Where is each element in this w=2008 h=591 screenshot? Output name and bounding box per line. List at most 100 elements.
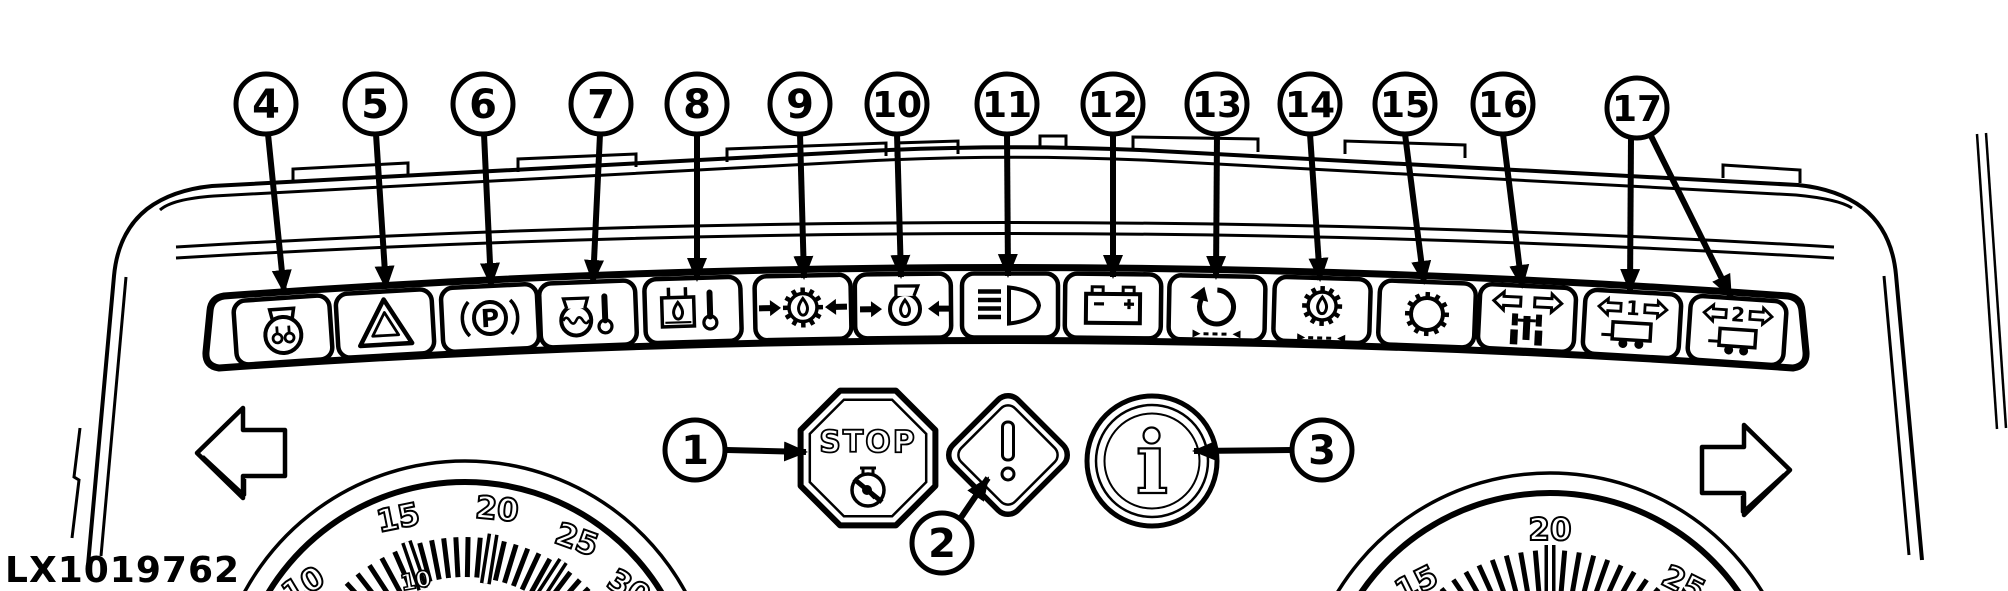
svg-text:9: 9: [786, 82, 814, 128]
info-label: i: [1136, 413, 1169, 514]
air-filter-icon: [1166, 273, 1268, 343]
callout-16: 16: [1470, 71, 1536, 137]
callout-11: 11: [974, 71, 1040, 137]
gauge-arc: [1336, 471, 1764, 591]
gauge-minor-tick: [1532, 550, 1542, 591]
gauge-minor-tick: [474, 537, 483, 578]
cell-frame: [1166, 273, 1268, 343]
gauge-minor-tick: [367, 564, 390, 591]
gauge-minor-tick: [464, 536, 471, 578]
bezel-right-inner-line: [1882, 275, 1911, 556]
face-contour-line-2: [175, 232, 1835, 260]
gauge-arc: [243, 459, 687, 591]
svg-text:4: 4: [252, 82, 280, 128]
callout-12: 12: [1080, 71, 1146, 137]
battery-charge-icon: [1062, 271, 1164, 341]
gauge-minor-tick: [553, 570, 573, 591]
gauge-minor-tick: [502, 543, 519, 584]
engine-oil-pressure-icon: [852, 271, 954, 341]
callout-8: 8: [664, 71, 730, 137]
gauge-minor-tick: [1463, 570, 1480, 591]
gauge-minor-tick: [392, 550, 414, 590]
gauge-arc: [1358, 490, 1742, 591]
right-turn-arrow-icon: [1699, 422, 1793, 518]
parking-brake-icon: P: [438, 282, 542, 354]
svg-text:10: 10: [872, 85, 922, 126]
gauge-scale-label: 20: [474, 490, 520, 530]
gauge-minor-tick: [1503, 554, 1519, 591]
gauge-minor-tick: [1636, 578, 1649, 591]
top-tabs: [291, 134, 1802, 183]
gauge-minor-tick: [1476, 564, 1494, 591]
gauge-scale-label: 25: [1656, 558, 1711, 591]
gauge-arc: [265, 479, 665, 591]
coolant-temperature-icon: [537, 278, 639, 350]
cell-frame: [231, 293, 335, 367]
bulb-check-icon: [231, 293, 335, 367]
cell-frame: [1062, 271, 1164, 341]
gauge-minor-tick: [529, 557, 553, 591]
callout-13: 13: [1184, 71, 1250, 137]
svg-text:5: 5: [361, 82, 389, 128]
engine-shutoff-icon: [850, 466, 886, 508]
gauge-scale-label: 20: [1528, 512, 1571, 548]
hydraulic-oil-icon: [1271, 274, 1373, 346]
gauge-scale-label: 10: [276, 559, 332, 591]
gauge-minor-tick: [566, 578, 582, 591]
gauge-minor-tick: [1606, 564, 1624, 591]
housing-right-edge-2: [1975, 133, 1999, 430]
housing-left-notch: [70, 427, 82, 539]
svg-text:1: 1: [681, 428, 709, 474]
bezel-inner-top-line: [158, 155, 1853, 212]
transmission-oil-pressure-icon: [752, 272, 854, 343]
callout-7: 7: [568, 71, 634, 137]
svg-text:15: 15: [1380, 85, 1430, 126]
gauge-minor-tick: [1581, 554, 1597, 591]
gauge-scale-label: 15: [1389, 558, 1444, 591]
svg-text:7: 7: [587, 82, 615, 128]
tractor-turn-signal-icon: [1475, 282, 1579, 354]
callout-4: 4: [233, 71, 299, 137]
trailer-2-number: 2: [1730, 302, 1746, 327]
gauge-minor-tick: [492, 540, 507, 582]
gauge-minor-tick: [519, 552, 542, 591]
callout-5: 5: [342, 71, 408, 137]
gauge-minor-tick: [1518, 552, 1530, 591]
gauge-major-tick-inner: [404, 541, 425, 590]
exclamation-icon: [1000, 420, 1016, 482]
trailer-1-turn-signal-icon: 1: [1580, 287, 1684, 361]
callout-circles: 1 2 3 4 5 6 7 8 9 10 11 12 13 14 15 16 1…: [233, 71, 1670, 576]
stop-label: STOP: [819, 425, 917, 460]
gauge-major-tick-inner: [483, 533, 496, 584]
svg-text:2: 2: [928, 521, 956, 567]
callout-6: 6: [450, 71, 516, 137]
park-brake-letter: P: [480, 304, 500, 334]
bezel-left-inner-line: [99, 276, 128, 557]
gauge-minor-tick: [429, 539, 442, 580]
callout-10: 10: [864, 71, 930, 137]
gauge-minor-tick: [1558, 550, 1568, 591]
callout-9: 9: [767, 71, 833, 137]
bezel-outer-edge: [86, 145, 1924, 566]
gauge-minor-tick: [1620, 570, 1637, 591]
gauge-minor-tick: [1489, 559, 1507, 591]
svg-text:14: 14: [1285, 85, 1335, 126]
gauge-minor-tick: [417, 542, 433, 583]
callout-2: 2: [909, 510, 975, 576]
gauge-minor-tick: [379, 556, 403, 591]
svg-text:3: 3: [1308, 428, 1336, 474]
gauge-major-tick-inner: [541, 559, 565, 591]
caution-warning-light: [945, 392, 1071, 518]
gauge-minor-tick: [511, 547, 531, 587]
svg-text:6: 6: [469, 82, 497, 128]
gauge-minor-tick: [453, 537, 461, 578]
gauge-minor-tick: [1593, 559, 1611, 591]
callout-1: 1: [662, 417, 728, 483]
callout-14: 14: [1277, 71, 1343, 137]
svg-text:12: 12: [1088, 85, 1138, 126]
callout-3: 3: [1289, 417, 1355, 483]
gauge-minor-tick: [441, 537, 452, 579]
